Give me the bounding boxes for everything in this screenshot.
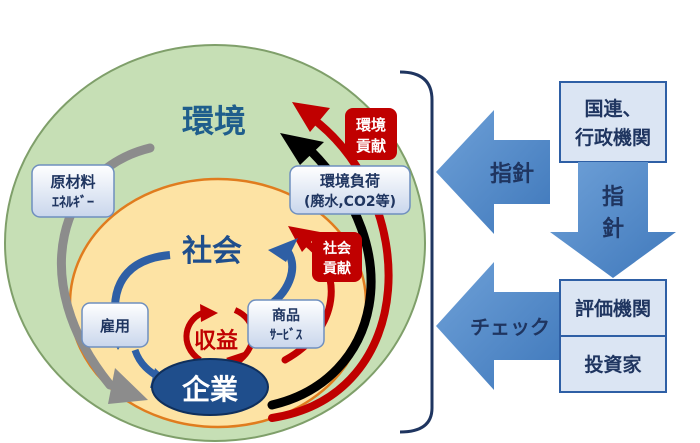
company-area [151,358,269,416]
investor-box [559,335,667,393]
profit-label: 収益 [194,328,238,354]
check-arrow-label: チェック [470,315,550,339]
society-contribution-label-2: 貢献 [323,260,351,277]
environment-contribution-label-2: 貢献 [356,137,386,155]
environmental-load-label-1: 環境負荷 [320,172,380,190]
guideline-down-label-1: 指 [602,185,624,210]
products-label-2: ｻｰﾋﾞｽ [270,327,303,343]
un-government-label-1: 国連、 [584,97,641,120]
society-contribution-label-1: 社会 [322,240,352,257]
un-government-box [559,81,667,163]
raw-materials-label-1: 原材料 [50,173,95,191]
raw-materials-label-2: ｴﾈﾙｷﾞｰ [52,194,94,211]
company-title: 企業 [182,373,238,406]
guideline-arrow [436,110,550,234]
employment-box [81,302,149,348]
environment-contribution-label-1: 環境 [356,116,386,134]
environment-title: 環境 [182,102,246,140]
un-government-label-2: 行政機関 [574,126,651,149]
society-contribution-arrowhead [288,226,320,252]
guideline-down-label-2: 針 [602,216,624,242]
environment-contribution-arrowhead [292,102,330,132]
right-bracket [399,70,434,434]
society-title: 社会 [182,234,242,269]
profit-cycle-arrowhead-left [200,304,218,322]
guideline-down-arrow [550,162,676,278]
guideline-arrow-label: 指針 [490,161,534,187]
products-label-1: 商品 [272,307,300,324]
raw-materials-arrowhead [108,368,148,404]
environmental-load-box [289,165,411,215]
raw-materials-box [31,164,115,218]
profit-cycle-arrow-left [183,309,207,363]
society-contribution-badge [312,232,362,282]
products-services-box [247,299,325,349]
check-arrow [436,262,560,390]
products-flow-arrowhead [268,238,298,262]
rating-agency-box [559,279,667,337]
employment-label: 雇用 [100,317,130,335]
environmental-load-arrowhead [280,133,324,165]
investor-label: 投資家 [584,353,642,376]
rating-agency-label: 評価機関 [575,297,651,320]
environmental-load-label-2: (廃水,CO2等) [304,193,396,210]
environment-contribution-badge [345,108,397,160]
